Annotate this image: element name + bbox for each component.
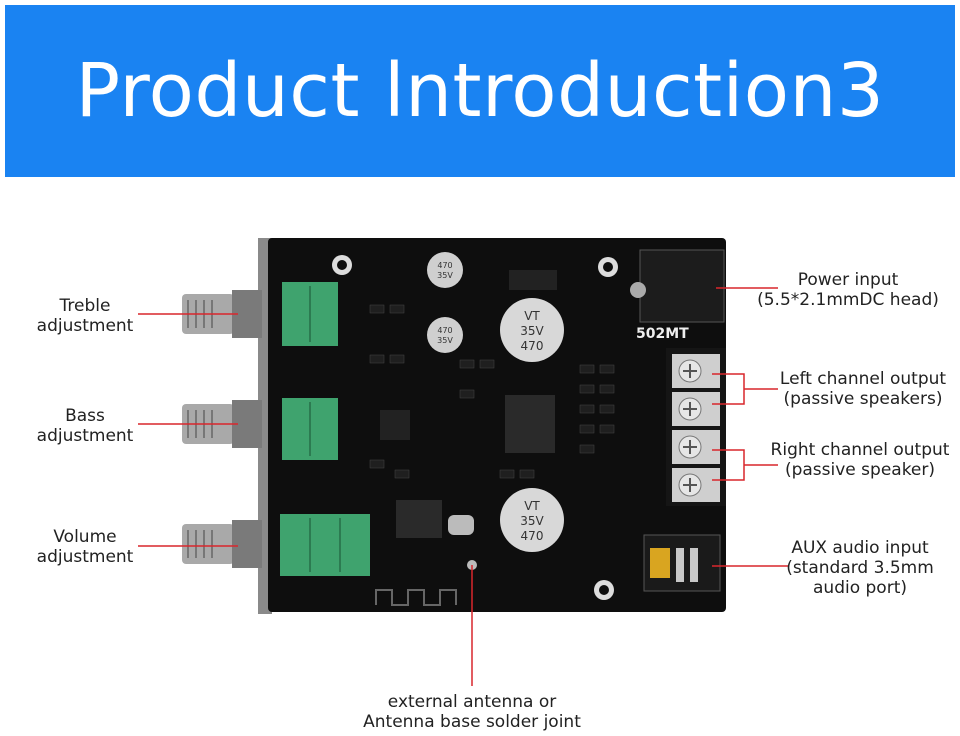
capacitor: VT 35V 470 bbox=[500, 488, 564, 552]
svg-text:35V: 35V bbox=[437, 336, 453, 345]
crystal bbox=[448, 515, 474, 535]
title-banner: Product lntroduction3 bbox=[5, 5, 955, 177]
svg-text:470: 470 bbox=[437, 326, 452, 335]
ic-chip bbox=[380, 410, 410, 440]
svg-text:470: 470 bbox=[521, 339, 544, 353]
svg-text:35V: 35V bbox=[520, 514, 544, 528]
capacitor: VT 35V 470 bbox=[500, 298, 564, 362]
volume-potentiometer bbox=[280, 514, 370, 576]
svg-text:470: 470 bbox=[437, 261, 452, 270]
capacitor: 470 35V bbox=[427, 252, 463, 288]
callout-lines bbox=[138, 287, 788, 686]
svg-text:VT: VT bbox=[524, 499, 540, 513]
svg-text:VT: VT bbox=[524, 309, 540, 323]
diode bbox=[509, 270, 557, 290]
volume-knob bbox=[182, 520, 262, 568]
power-input-label: Power input(5.5*2.1mmDC head) bbox=[757, 270, 939, 310]
capacitor: 470 35V bbox=[427, 317, 463, 353]
pcb-antenna bbox=[375, 589, 457, 606]
terminal-screw bbox=[672, 392, 720, 426]
banner-title: Product lntroduction3 bbox=[75, 48, 885, 134]
terminal-screw bbox=[672, 468, 720, 502]
right-channel-label: Right channel output(passive speaker) bbox=[770, 440, 950, 480]
pcb-board bbox=[268, 238, 726, 612]
left-channel-label: Left channel output(passive speakers) bbox=[779, 369, 947, 409]
ic-chip bbox=[396, 500, 442, 538]
svg-text:35V: 35V bbox=[520, 324, 544, 338]
terminal-screw bbox=[672, 430, 720, 464]
dc-power-jack bbox=[639, 249, 725, 323]
terminal-screw bbox=[672, 354, 720, 388]
board-model-text: 502MT bbox=[636, 326, 689, 342]
svg-text:470: 470 bbox=[521, 529, 544, 543]
smd-components bbox=[369, 304, 615, 479]
svg-text:35V: 35V bbox=[437, 271, 453, 280]
amplifier-chip bbox=[505, 395, 555, 453]
